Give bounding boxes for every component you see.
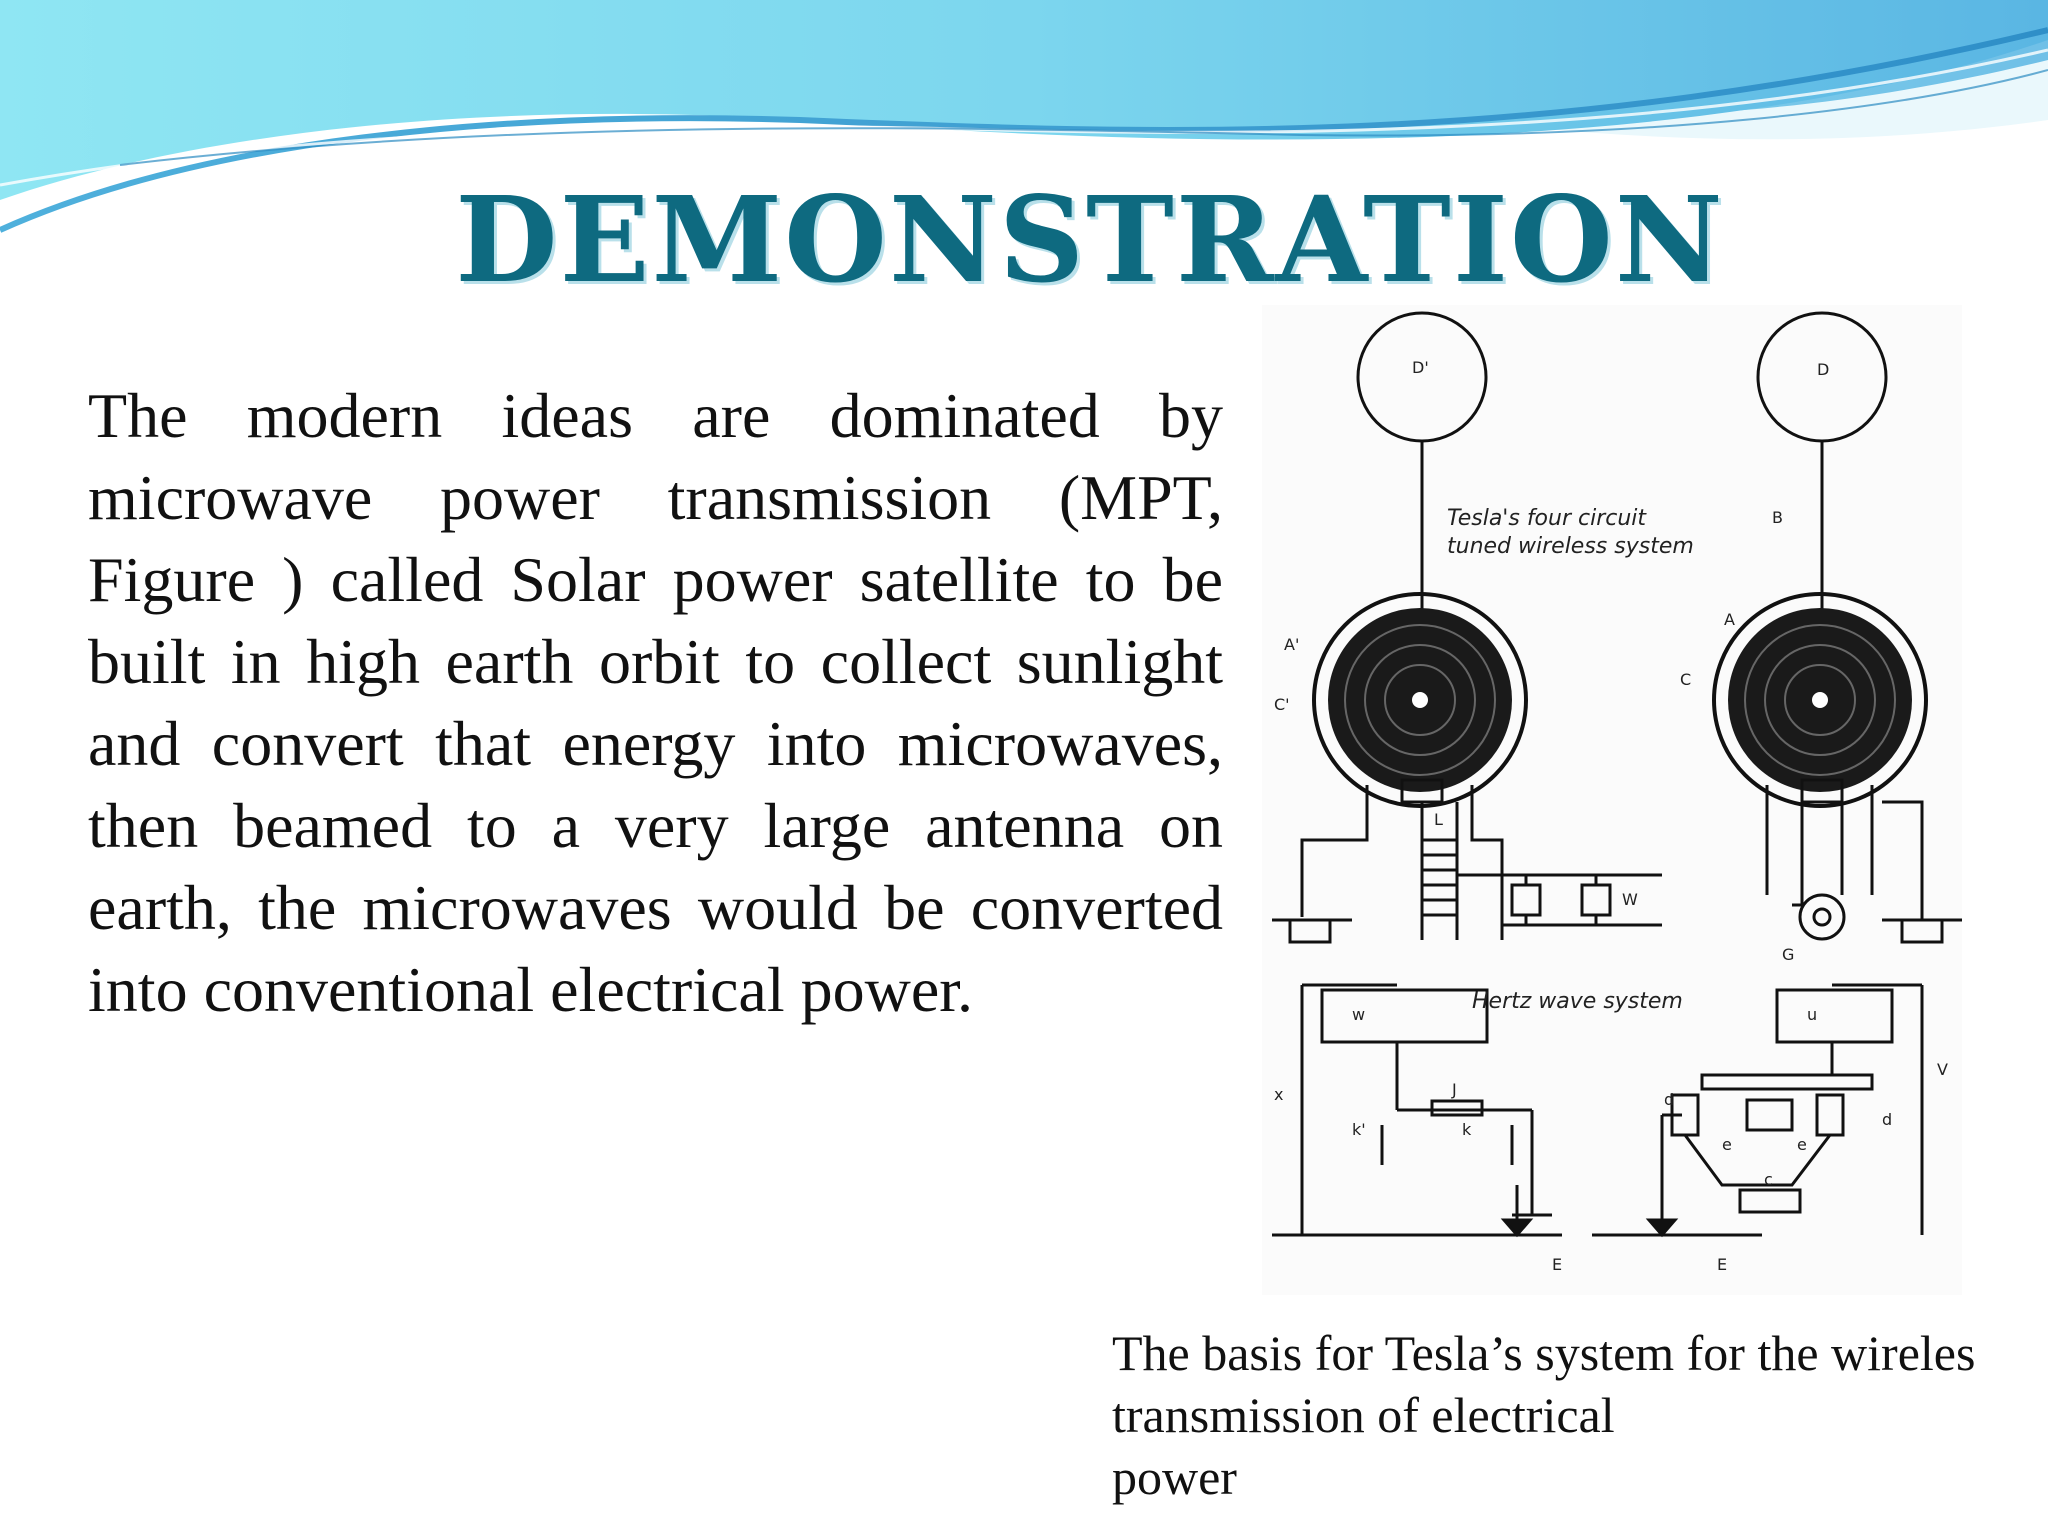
caption-line-1: The basis for Tesla’s system for the wir… (1112, 1325, 1976, 1381)
label-e-small-left: e (1722, 1135, 1732, 1154)
label-w-top: W (1622, 890, 1638, 909)
u-box (1775, 988, 1894, 1044)
diagram-note-hertz: Hertz wave system (1472, 989, 1683, 1014)
label-g: G (1782, 945, 1794, 964)
label-c: C (1680, 670, 1691, 689)
label-d-small-left: d (1664, 1090, 1674, 1109)
figure-caption: The basis for Tesla’s system for the wir… (1112, 1322, 2012, 1508)
label-k-prime: k' (1352, 1120, 1366, 1139)
left-coil-outer (1312, 592, 1528, 808)
label-e-small-right: e (1797, 1135, 1807, 1154)
label-l: L (1434, 810, 1443, 829)
label-c-prime: C' (1274, 695, 1290, 714)
caption-line-3: power (1112, 1449, 1237, 1505)
body-paragraph: The modern ideas are dominated by microw… (88, 380, 1223, 1025)
label-e-right: E (1717, 1255, 1727, 1274)
label-j: J (1451, 1080, 1457, 1099)
right-coil-outer (1712, 592, 1928, 808)
label-b: B (1772, 508, 1783, 527)
left-antenna-sphere (1356, 311, 1488, 443)
label-d: D (1817, 360, 1829, 379)
caption-line-2: transmission of electrical (1112, 1387, 1615, 1443)
tesla-wireless-system-diagram: D' D Tesla's four circuit tuned wireless… (1262, 305, 1962, 1295)
label-e-left: E (1552, 1255, 1562, 1274)
label-w-box: w (1352, 1005, 1365, 1024)
label-x: x (1274, 1085, 1283, 1104)
label-a-prime: A' (1284, 635, 1299, 654)
w-box (1320, 988, 1489, 1044)
label-a: A (1724, 610, 1735, 629)
header-wave-decoration (0, 0, 2048, 233)
label-v: V (1937, 1060, 1948, 1079)
label-d-small-right: d (1882, 1110, 1892, 1129)
diagram-note-tesla-line2: tuned wireless system (1447, 534, 1694, 559)
slide-title: DEMONSTRATION (455, 170, 1725, 309)
diagram-note-tesla-line1: Tesla's four circuit (1447, 506, 1647, 531)
label-k: k (1462, 1120, 1472, 1139)
label-u-box: u (1807, 1005, 1817, 1024)
label-d-prime: D' (1412, 358, 1429, 377)
label-c-small: c (1764, 1170, 1773, 1189)
